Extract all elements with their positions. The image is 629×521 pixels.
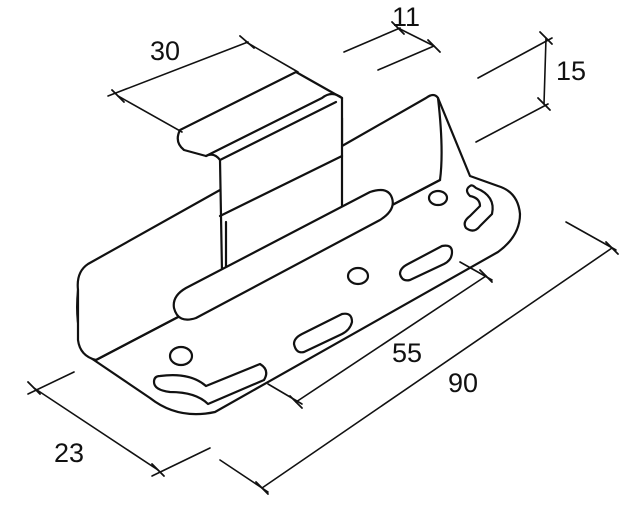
bracket-top-clip <box>176 70 344 274</box>
slot-back <box>398 244 454 282</box>
dimension-30: 30 <box>107 35 299 133</box>
bracket-holes <box>152 184 494 406</box>
dimension-55: 55 <box>267 261 493 409</box>
round-hole-mid <box>346 266 370 286</box>
hook-slot-back <box>463 184 494 232</box>
dimension-label-55: 55 <box>392 338 422 368</box>
dimension-23: 23 <box>27 371 211 477</box>
dimension-label-30: 30 <box>150 36 180 66</box>
dimension-label-11: 11 <box>392 2 420 32</box>
round-hole-back <box>427 189 449 207</box>
dimension-label-15: 15 <box>556 56 586 86</box>
dimension-label-90: 90 <box>448 368 478 398</box>
dimension-15: 15 <box>475 31 586 143</box>
hook-slot-front <box>152 362 268 406</box>
dimension-90: 90 <box>219 221 619 495</box>
round-hole-front <box>168 345 194 367</box>
slot-mid <box>292 312 354 354</box>
bracket-raised-rib <box>172 188 394 321</box>
dimension-11: 11 <box>343 2 441 71</box>
dimension-label-23: 23 <box>54 438 84 468</box>
